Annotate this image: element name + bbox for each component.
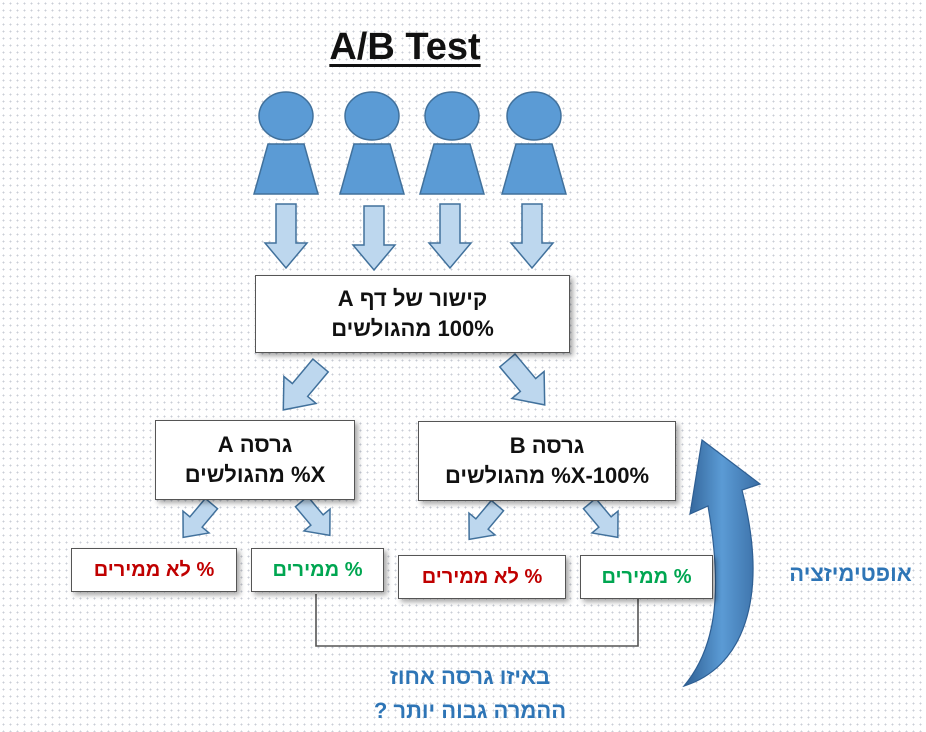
down-arrow-icon [427,203,473,270]
version-b-converting-label: % ממירים [601,566,692,588]
version-b-not-converting-label: % לא ממירים [421,566,543,588]
version-a-not-converting-box: % לא ממירים [71,548,237,592]
down-arrow-icon [509,203,555,270]
person-icon-2 [339,91,405,195]
comparison-question: באיזו גרסה אחוז ההמרה גבוה יותר ? [300,660,640,728]
version-a-label: גרסה A [217,432,293,457]
comparison-bracket [315,594,639,647]
version-b-label: גרסה B [509,433,585,458]
person-icon-3 [419,91,485,195]
diagonal-arrow-icon [468,499,505,541]
version-a-not-converting-label: % לא ממירים [93,559,215,581]
version-a-box: גרסה A X% מהגולשים [155,420,355,500]
person-icon-1 [253,91,319,195]
diagonal-arrow-icon [498,353,546,406]
person-icon-4 [501,91,567,195]
version-a-converting-label: % ממירים [272,559,363,581]
root-page-share: 100% מהגולשים [331,316,494,341]
version-a-converting-box: % ממירים [251,548,384,592]
root-page-box: קישור של דף A 100% מהגולשים [255,275,570,353]
diagonal-arrow-icon [282,358,330,411]
optimization-label: אופטימיזציה [789,561,912,586]
down-arrow-icon [351,205,397,272]
version-b-share: 100%-X% מהגולשים [444,463,650,488]
version-b-converting-box: % ממירים [580,555,713,599]
question-line-1: באיזו גרסה אחוז [389,664,551,689]
version-b-not-converting-box: % לא ממירים [398,555,566,599]
version-a-share: X% מהגולשים [184,462,326,487]
diagonal-arrow-icon [182,497,219,539]
question-line-2: ההמרה גבוה יותר ? [373,698,567,723]
diagonal-arrow-icon [582,497,619,539]
diagram-title: A/B Test [329,26,481,68]
optimization-curve-arrow [682,438,762,688]
down-arrow-icon [263,203,309,270]
root-page-label: קישור של דף A [337,286,488,311]
version-b-box: גרסה B 100%-X% מהגולשים [418,421,676,501]
